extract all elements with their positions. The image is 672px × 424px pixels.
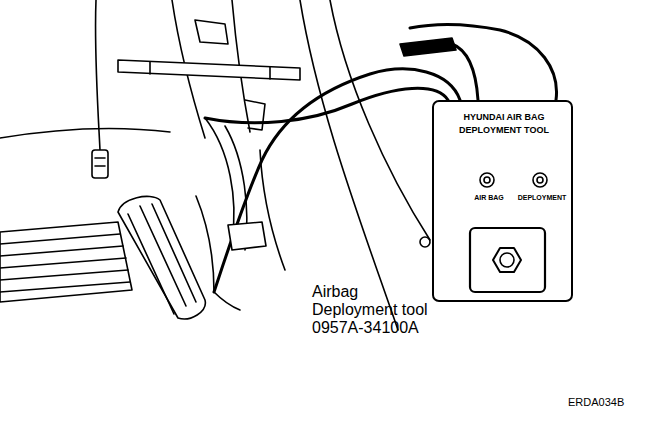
device-legend: HYUNDAI AIR BAG [463, 113, 544, 123]
indicator-lamp [537, 177, 543, 183]
pedal-ribs [0, 234, 130, 292]
lamp-label: DEPLOYMENT [518, 194, 567, 202]
floor-connector [228, 222, 266, 250]
part-label: Airbag Deployment tool 0957A-34100A [312, 283, 438, 337]
floor-wire [214, 292, 240, 310]
panel-edge [300, 0, 398, 330]
switch-button [500, 253, 514, 267]
panel-hole [420, 237, 430, 247]
indicator-lamp [480, 173, 494, 187]
tool-box: HYUNDAI AIR BAG DEPLOYMENT TOOL AIR BAG DEP… [432, 100, 573, 302]
indicator-lamp [484, 177, 490, 183]
connector-lines [95, 158, 105, 166]
pedal-ribs [128, 204, 196, 314]
tie-strap [118, 60, 300, 80]
bracket [245, 100, 265, 130]
hanging-wire [95, 0, 100, 150]
switch-plate [470, 228, 545, 292]
brake-pedal [0, 222, 132, 302]
hanging-connector [92, 150, 108, 178]
indicator-lamp [533, 173, 547, 187]
dash-edge [0, 129, 170, 138]
panel-edge [330, 0, 430, 240]
device-legend: DEPLOYMENT TOOL [459, 126, 549, 136]
tool-cable [410, 24, 557, 100]
bracket [195, 20, 228, 44]
lamp-label: AIR BAG [474, 194, 504, 202]
figure-code: ERDA034B [568, 396, 624, 408]
switch-nut [493, 248, 521, 272]
pedal-arm [196, 196, 214, 292]
tool-cable [452, 44, 478, 100]
panel-edge [260, 150, 285, 270]
tool-cable [214, 69, 460, 292]
accelerator-pedal [118, 196, 205, 318]
plug [400, 38, 456, 56]
tie-strap-detail [150, 62, 270, 79]
